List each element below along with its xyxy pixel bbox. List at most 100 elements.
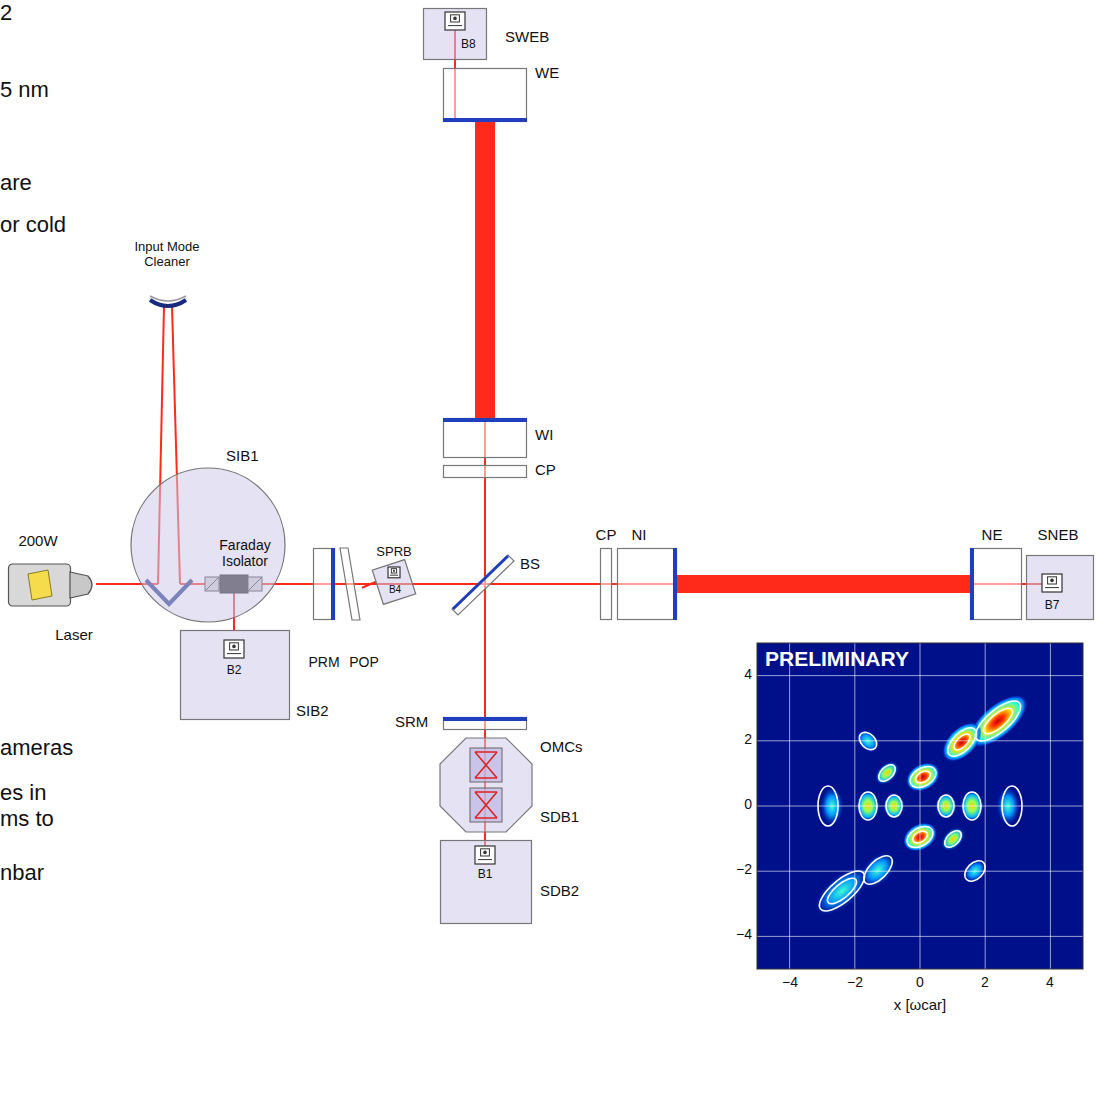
mirror-body — [971, 549, 1022, 620]
detection-bench: OMCsSDB1 — [440, 738, 532, 832]
input-mirror: NI — [617, 548, 677, 620]
component-label: CP — [596, 526, 617, 543]
mirror-coating — [673, 548, 677, 620]
component-label: WI — [535, 426, 553, 443]
node-shape — [423, 8, 487, 60]
detection-bench: SWEBB8 — [423, 8, 487, 60]
node-shape — [1026, 555, 1094, 620]
laser-beam — [484, 730, 486, 738]
compensation-plate: CP — [443, 465, 527, 478]
component-label: 200W — [18, 532, 57, 549]
laser-source: 200WLaser — [8, 560, 96, 610]
slide-text: ameras — [0, 735, 73, 760]
laser-beam — [484, 615, 486, 717]
laser-beam — [335, 583, 338, 585]
laser-beam — [454, 60, 456, 68]
slide-text: 5 nm — [0, 77, 49, 102]
axis-label: −4 — [736, 926, 752, 942]
slide-text: or cold — [0, 212, 66, 237]
laser-beam — [516, 583, 600, 585]
pickoff-plate: POP — [338, 548, 362, 620]
component-label: POP — [349, 654, 379, 670]
component-label: SNEB — [1038, 526, 1079, 543]
component-label: PRM — [308, 654, 339, 670]
component-label: SIB2 — [296, 702, 329, 719]
laser-body — [9, 564, 71, 606]
axis-label: 0 — [744, 796, 752, 812]
mirror-body — [618, 549, 677, 620]
node-shape — [443, 717, 527, 730]
slide-text: ms to — [0, 806, 54, 831]
laser-beam — [233, 619, 235, 630]
bench-octagon — [440, 738, 532, 832]
mirror-body — [444, 718, 527, 730]
component-label: SDB2 — [540, 882, 579, 899]
node-shape — [600, 548, 612, 620]
output-mode-cleaner — [470, 748, 502, 782]
cavity-path — [475, 817, 497, 819]
pickoff-bench: SPRBB4 — [376, 563, 412, 601]
component-label: BS — [520, 555, 540, 572]
injection-bench: SIB1Faraday Isolator — [130, 467, 286, 623]
component-label: B8 — [461, 38, 476, 52]
axis-label: 4 — [1046, 974, 1054, 990]
laser-beam — [484, 478, 486, 555]
part-name: Input Mode Cleaner — [131, 240, 203, 270]
component-label: B7 — [1045, 599, 1060, 613]
axis-label: 2 — [981, 974, 989, 990]
mirror-body — [314, 549, 335, 620]
detection-bench: SDB2B1 — [440, 840, 532, 924]
watermark: PRELIMINARY — [765, 647, 909, 671]
laser-beam — [484, 458, 486, 465]
axis-label: 2 — [744, 731, 752, 747]
node-shape — [443, 68, 527, 122]
axis-label: −4 — [782, 974, 798, 990]
node-shape — [443, 418, 527, 458]
mirror-coating — [443, 418, 527, 422]
node-shape — [440, 738, 532, 832]
component-label: SWEB — [505, 28, 549, 45]
bench-box — [181, 631, 290, 720]
bench-circle — [131, 468, 285, 622]
photodiode-icon — [1042, 574, 1062, 592]
input-mirror: WI — [443, 418, 527, 458]
tilted-bench — [372, 560, 415, 605]
photodiode-icon — [445, 12, 465, 30]
axis-label: x [ωcar] — [894, 996, 947, 1013]
axis-label: 4 — [744, 666, 752, 682]
node-shape — [313, 548, 335, 620]
axis-label: 0 — [916, 974, 924, 990]
mirror-coating — [443, 717, 527, 721]
detection-bench: SNEBB7 — [1026, 555, 1094, 620]
arm-beam — [475, 122, 495, 418]
detection-bench: SIB2B2 — [180, 630, 290, 720]
mirror-body — [444, 419, 527, 458]
recycling-mirror: PRM — [313, 548, 335, 620]
mirror-coating — [970, 548, 974, 620]
mirror-coating — [443, 118, 527, 122]
end-mirror: NE — [970, 548, 1022, 620]
slide-text: es in — [0, 780, 46, 805]
output-mode-cleaner — [470, 788, 502, 822]
cavity-path — [475, 792, 497, 818]
component-label: NE — [982, 526, 1003, 543]
end-mirror: WE — [443, 68, 527, 122]
node-shape — [338, 548, 362, 620]
slide-text: nbar — [0, 860, 44, 885]
cavity-path — [475, 777, 497, 779]
component-label: CP — [535, 461, 556, 478]
component-label: SDB1 — [540, 808, 579, 825]
node-shape — [970, 548, 1022, 620]
photodiode-icon — [475, 846, 495, 864]
cavity-path — [475, 751, 497, 753]
beam-profile-plot — [757, 643, 1083, 969]
laser-beam — [362, 582, 376, 588]
laser-beam — [612, 583, 617, 585]
laser-beam — [484, 832, 486, 840]
component-label: WE — [535, 64, 559, 81]
photodiode-icon — [388, 567, 400, 578]
plate-body — [601, 549, 612, 620]
node-shape — [452, 555, 516, 615]
